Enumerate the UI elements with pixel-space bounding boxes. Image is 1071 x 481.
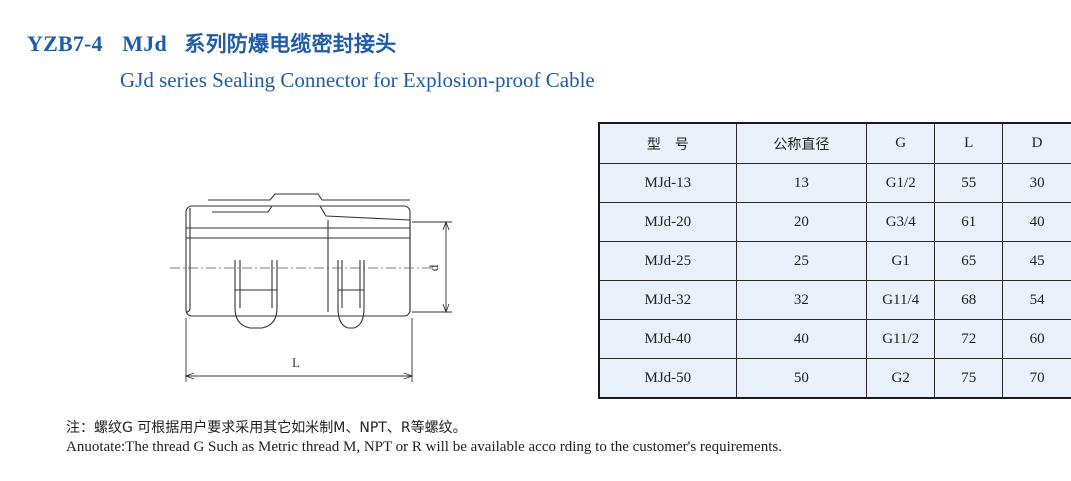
cell-d: 40 [1002, 202, 1071, 242]
header-model: 型 号 [598, 122, 737, 164]
note-english: Anuotate:The thread G Such as Metric thr… [66, 439, 782, 455]
cell-g: G1 [866, 241, 936, 281]
cell-nominal-diameter: 20 [735, 202, 868, 242]
cell-l: 55 [934, 163, 1004, 203]
dim-l-label: L [292, 355, 300, 370]
cell-model: MJd-20 [598, 202, 737, 242]
table-row: MJd-32 32 G11/4 68 54 [598, 280, 1071, 320]
body-top-profile [208, 193, 410, 201]
table-row: MJd-50 50 G2 75 70 [598, 358, 1071, 399]
dim-d-label: d [426, 264, 441, 271]
cell-model: MJd-13 [598, 163, 737, 203]
cell-g: G1/2 [866, 163, 936, 203]
cell-g: G3/4 [866, 202, 936, 242]
table-row: MJd-20 20 G3/4 61 40 [598, 202, 1071, 242]
cell-nominal-diameter: 13 [735, 163, 868, 203]
cell-g: G11/2 [866, 319, 936, 359]
table-row: MJd-40 40 G11/2 72 60 [598, 319, 1071, 359]
cell-g: G11/4 [866, 280, 936, 320]
cell-d: 45 [1002, 241, 1071, 281]
cell-nominal-diameter: 25 [735, 241, 868, 281]
header-d: D [1002, 122, 1071, 164]
table-row: MJd-13 13 G1/2 55 30 [598, 163, 1071, 203]
cell-model: MJd-40 [598, 319, 737, 359]
table-row: MJd-25 25 G1 65 45 [598, 241, 1071, 281]
product-name-en: GJd series Sealing Connector for Explosi… [120, 68, 595, 92]
cell-nominal-diameter: 32 [735, 280, 868, 320]
cell-l: 72 [934, 319, 1004, 359]
cell-model: MJd-50 [598, 358, 737, 399]
header-l: L [934, 122, 1004, 164]
cell-d: 54 [1002, 280, 1071, 320]
cell-d: 60 [1002, 319, 1071, 359]
header-nominal-diameter: 公称直径 [735, 122, 868, 164]
note-chinese: 注：螺纹G 可根据用户要求采用其它如米制M、NPT、R等螺纹。 [66, 420, 467, 436]
cell-model: MJd-32 [598, 280, 737, 320]
connector-drawing: d L [170, 193, 452, 382]
nut-outline [185, 208, 191, 313]
body-inner-profile [212, 205, 411, 221]
spec-table: 型 号 公称直径 G L D MJd-13 13 G1/2 55 30 MJd-… [598, 122, 1071, 399]
cell-nominal-diameter: 50 [735, 358, 868, 399]
cell-model: MJd-25 [598, 241, 737, 281]
cell-g: G2 [866, 358, 936, 399]
hex-right [337, 260, 365, 329]
page-title: YZB7-4 MJd 系列防爆电缆密封接头 [27, 28, 396, 58]
table-header-row: 型 号 公称直径 G L D [598, 122, 1071, 164]
cell-l: 68 [934, 280, 1004, 320]
header-g: G [866, 122, 936, 164]
hex-left [234, 260, 278, 329]
cell-nominal-diameter: 40 [735, 319, 868, 359]
cell-l: 65 [934, 241, 1004, 281]
product-name-cn: 系列防爆电缆密封接头 [184, 32, 397, 56]
cell-l: 61 [934, 202, 1004, 242]
product-model: MJd [122, 31, 167, 56]
cell-d: 70 [1002, 358, 1071, 399]
cell-l: 75 [934, 358, 1004, 399]
cell-d: 30 [1002, 163, 1071, 203]
product-code: YZB7-4 [27, 31, 103, 56]
connector-body [185, 205, 411, 317]
